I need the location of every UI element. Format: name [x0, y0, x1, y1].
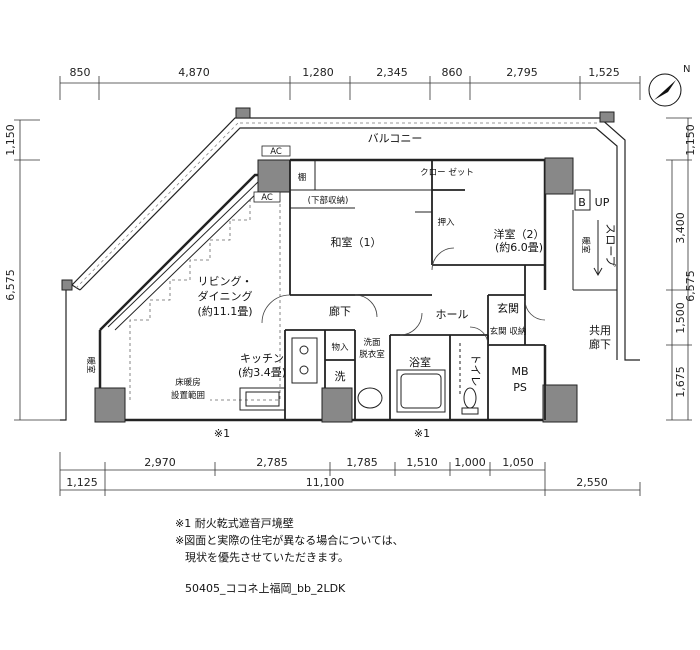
- top-dim-5: 860: [442, 66, 463, 79]
- left-dimension-line: [14, 119, 60, 421]
- washroom-label-2: 脱衣室: [359, 349, 385, 360]
- washitsu-label: 和室（1）: [331, 235, 382, 249]
- kitchen-label: キッチン: [240, 352, 284, 365]
- firewall-mark-1: ※1: [214, 427, 230, 440]
- plan-id: 50405_ココネ上福岡_bb_2LDK: [185, 582, 346, 595]
- washroom-label-1: 洗面: [363, 337, 381, 348]
- b-mark: B: [578, 196, 586, 209]
- balcony-outline: [60, 117, 640, 421]
- bottom-dimension-line: [59, 452, 641, 496]
- top-dim-1: 850: [70, 66, 91, 79]
- lower-storage-label: (下部収納): [308, 195, 349, 206]
- tokonoma-label: 棚: [298, 172, 307, 183]
- ac-units: [253, 145, 291, 203]
- youshitsu-label: 洋室（2）: [494, 227, 545, 241]
- compass-label: N: [683, 64, 690, 75]
- right-dim-3: 6,575: [684, 270, 697, 302]
- interior-walls: [284, 160, 546, 420]
- bottom-dim-2: 2,785: [256, 456, 288, 469]
- genkan-label: 玄関: [497, 301, 519, 315]
- hall-label: ホール: [436, 308, 469, 321]
- ac-label-2: AC: [261, 193, 273, 203]
- note-disclaimer: ※図面と実際の住宅が異なる場合については、: [175, 534, 404, 547]
- living-size: (約11.1畳): [197, 304, 252, 318]
- compass-icon: N: [648, 64, 690, 107]
- floor-heating-label-2: 設置範囲: [171, 390, 205, 401]
- bottom-dim-6: 1,050: [502, 456, 534, 469]
- toilet-label: トイレ: [469, 354, 482, 387]
- right-dimension-line: [666, 117, 692, 421]
- up-label: UP: [595, 196, 610, 209]
- note-firewall: ※1 耐火乾式遮音戸境壁: [175, 517, 294, 530]
- floor-heating-label-1: 床暖房: [175, 377, 201, 388]
- genkan-storage-label: 玄関 収納: [490, 326, 527, 337]
- top-dim-4: 2,345: [376, 66, 408, 79]
- bottom-dim-5: 1,000: [454, 456, 486, 469]
- top-dim-2: 4,870: [178, 66, 210, 79]
- bath-label: 浴室: [409, 355, 431, 369]
- top-dimension-line: [59, 76, 641, 100]
- bottom-dim-7: 1,125: [66, 476, 98, 489]
- note-disclaimer-2: 現状を優先させていただきます。: [185, 551, 349, 564]
- living-label-1: リビング・: [198, 274, 253, 288]
- bottom-dim-9: 2,550: [576, 476, 608, 489]
- closet-label: クロー ゼット: [420, 167, 474, 178]
- danro-right-label: 暖室: [580, 236, 591, 254]
- slope-label: スロープ: [604, 223, 617, 266]
- kitchen-fixtures: [239, 337, 318, 411]
- bath-fixtures: [357, 343, 479, 415]
- doors: [261, 247, 546, 346]
- common-hall-label-2: 廊下: [589, 337, 611, 351]
- left-dim-2: 6,575: [4, 269, 17, 301]
- washitsu-details: [290, 160, 432, 213]
- ps-label: PS: [513, 381, 527, 394]
- top-dim-6: 2,795: [506, 66, 538, 79]
- left-dim-1: 1,150: [4, 124, 17, 156]
- living-label-2: ダイニング: [198, 289, 253, 303]
- firewall-mark-2: ※1: [414, 427, 430, 440]
- danro-left-label: 暖室: [85, 356, 96, 374]
- balcony-railing: [75, 122, 598, 289]
- right-dim-5: 1,675: [674, 366, 687, 398]
- living-window: [107, 181, 263, 331]
- hallway-label: 廊下: [329, 304, 351, 318]
- bottom-dim-1: 2,970: [144, 456, 176, 469]
- common-hall-label-1: 共用: [589, 324, 611, 337]
- ac-label-1: AC: [270, 147, 282, 157]
- top-dim-3: 1,280: [302, 66, 334, 79]
- bottom-dim-3: 1,785: [346, 456, 378, 469]
- balcony-label: バルコニー: [368, 132, 423, 145]
- slope-area: [572, 189, 617, 291]
- wash-label: 洗: [335, 370, 346, 383]
- mb-label: MB: [511, 365, 528, 378]
- bottom-dim-8: 11,100: [306, 476, 345, 489]
- right-dim-2: 3,400: [674, 212, 687, 244]
- right-dim-4: 1,500: [674, 302, 687, 334]
- right-dim-1: 1,150: [684, 124, 697, 156]
- bottom-dim-4: 1,510: [406, 456, 438, 469]
- oshiire-label: 押入: [437, 217, 455, 228]
- kitchen-size: (約3.4畳): [238, 365, 286, 379]
- storage-label: 物入: [331, 342, 349, 353]
- top-dim-7: 1,525: [588, 66, 620, 79]
- youshitsu-size: (約6.0畳): [495, 240, 543, 254]
